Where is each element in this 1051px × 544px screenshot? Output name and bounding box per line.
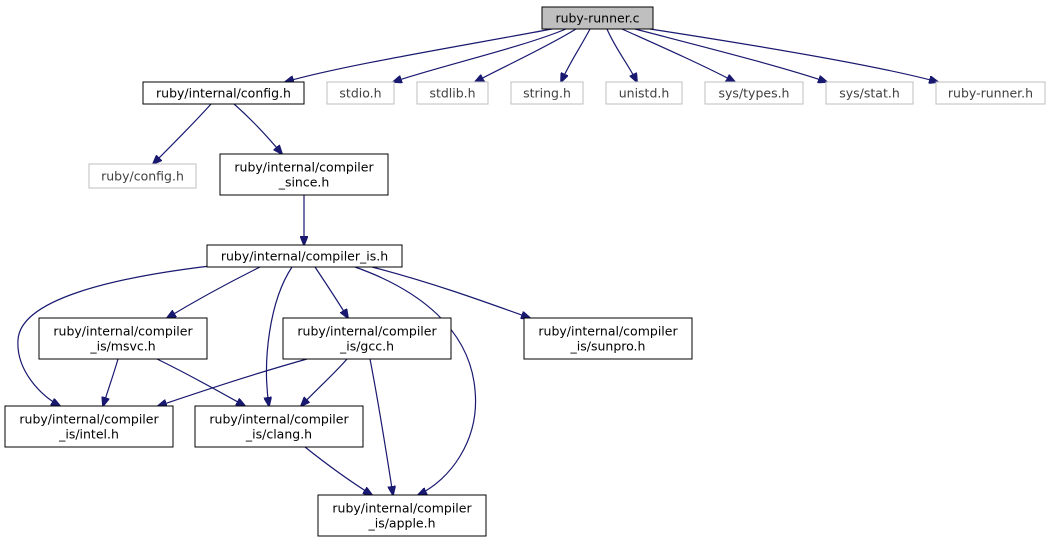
node-label: ruby/internal/config.h [156,86,291,101]
node-label: ruby/internal/compiler [297,324,437,339]
node-label: ruby/internal/compiler [538,324,678,339]
edge-clang-to-apple [304,446,372,495]
node-unistd: unistd.h [605,81,683,105]
nodes-layer: ruby-runner.c ruby/internal/config.h stdio… [4,6,1046,537]
node-label: ruby/internal/compiler_is.h [221,249,388,264]
edge-config-to-rubyconfig [153,103,212,164]
node-label: ruby/config.h [101,169,184,184]
node-box [935,81,1046,105]
edge-root-to-rubyrunnerh [649,28,938,82]
node-label: ruby-runner.c [555,11,639,26]
node-label: _since.h [278,175,330,190]
node-label: _is/msvc.h [89,339,155,354]
node-is[interactable]: ruby/internal/compiler_is.h [206,244,403,268]
node-box [4,405,174,448]
node-label: stdlib.h [429,86,475,101]
node-label: ruby/internal/compiler [234,160,374,175]
node-string: string.h [510,81,584,105]
edge-is-to-apple [354,266,477,495]
node-label: ruby-runner.h [948,86,1033,101]
edge-is-to-msvc [167,266,261,318]
node-label: _is/apple.h [367,516,435,531]
node-since[interactable]: ruby/internal/compiler_since.h [219,153,389,196]
node-box [326,81,395,105]
node-clang[interactable]: ruby/internal/compiler_is/clang.h [194,405,364,448]
edge-root-to-stdio [393,28,567,82]
edge-root-to-string [561,28,591,82]
edges-layer [17,28,938,495]
edge-is-to-intel [17,265,211,406]
node-label: ruby/internal/compiler [209,412,349,427]
node-apple[interactable]: ruby/internal/compiler_is/apple.h [317,494,487,537]
node-box [510,81,584,105]
edge-is-to-sunpro [371,266,530,318]
node-label: sys/stat.h [839,86,900,101]
node-label: ruby/internal/compiler [19,412,159,427]
edge-msvc-to-intel [103,358,119,406]
node-box [416,81,489,105]
node-box [704,81,804,105]
node-box [194,405,364,448]
node-label: stdio.h [339,86,381,101]
node-sunpro[interactable]: ruby/internal/compiler_is/sunpro.h [523,317,693,360]
edge-gcc-to-intel [158,358,308,406]
node-rubyrunnerh: ruby-runner.h [935,81,1046,105]
node-box [88,163,197,189]
node-label: string.h [523,86,571,101]
node-label: sys/types.h [719,86,790,101]
node-label: _is/sunpro.h [570,339,646,354]
node-box [38,317,208,360]
node-intel[interactable]: ruby/internal/compiler_is/intel.h [4,405,174,448]
node-box [523,317,693,360]
node-stdlib: stdlib.h [416,81,489,105]
edge-gcc-to-apple [369,358,393,495]
edge-root-to-unistd [606,28,637,82]
edge-root-to-stdlib [475,28,577,82]
edge-root-to-config [285,28,553,82]
node-systypes: sys/types.h [704,81,804,105]
node-label: ruby/internal/compiler [332,501,472,516]
node-label: _is/intel.h [58,427,119,442]
node-root[interactable]: ruby-runner.c [541,6,654,30]
edge-msvc-to-clang [156,358,245,406]
node-msvc[interactable]: ruby/internal/compiler_is/msvc.h [38,317,208,360]
edge-config-to-since [233,103,282,154]
node-sysstat: sys/stat.h [825,81,914,105]
node-label: ruby/internal/compiler [53,324,193,339]
edge-is-to-gcc [314,266,348,318]
edge-is-to-clang [267,266,293,406]
node-stdio: stdio.h [326,81,395,105]
node-box [219,153,389,196]
node-box [142,81,305,105]
node-label: _is/clang.h [245,427,312,442]
node-box [825,81,914,105]
node-label: unistd.h [619,86,670,101]
edge-gcc-to-clang [301,358,348,406]
edge-root-to-systypes [621,28,735,82]
node-box [541,6,654,30]
node-rubyconfig: ruby/config.h [88,163,197,189]
node-box [282,317,452,360]
node-config[interactable]: ruby/internal/config.h [142,81,305,105]
node-label: _is/gcc.h [339,339,394,354]
edge-root-to-sysstat [634,28,827,82]
node-box [317,494,487,537]
node-gcc[interactable]: ruby/internal/compiler_is/gcc.h [282,317,452,360]
node-box [206,244,403,268]
node-box [605,81,683,105]
